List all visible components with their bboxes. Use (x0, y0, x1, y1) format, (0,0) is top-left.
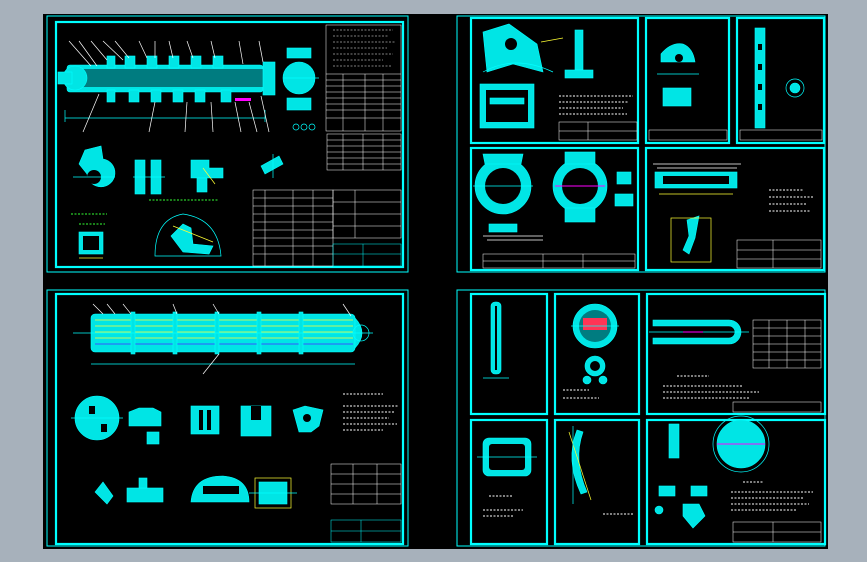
flange-cover-icon (657, 43, 699, 107)
baffle-disc-icon (712, 415, 770, 473)
tube-table-icon (752, 319, 822, 369)
sheet-part-flange-cover[interactable] (644, 16, 731, 145)
bolt-bar-icon (564, 29, 594, 79)
bom-table (252, 189, 402, 267)
sheet-part-baffle[interactable] (645, 415, 827, 546)
sheet-bottom-right-group[interactable] (456, 289, 827, 547)
tube-bundle-assembly-icon (73, 303, 373, 375)
spec-table (326, 133, 402, 171)
sheet-part-tray[interactable] (644, 146, 826, 272)
bent-tab-icon (670, 215, 712, 263)
sheet-assembly-bottom[interactable] (46, 289, 409, 547)
bolt-block-icon (754, 27, 766, 129)
sections-detail-icon (71, 395, 324, 509)
rectangular-ring-icon (477, 437, 537, 477)
small-bracket-icon (614, 171, 634, 207)
sheet-part-bolt-block[interactable] (735, 16, 826, 145)
curved-plate-icon (568, 426, 592, 504)
sheet-part-curved-plate[interactable] (553, 418, 641, 546)
saddle-plate-icon (482, 23, 564, 73)
drawing-canvas[interactable] (43, 14, 828, 549)
sheet-part-rect-ring[interactable] (469, 418, 549, 546)
sheet-part-rod[interactable] (469, 292, 549, 416)
tray-section-icon (653, 163, 741, 195)
hatched-disc-icon (582, 355, 608, 385)
heat-exchanger-assembly-icon (57, 40, 319, 133)
sheet-part-saddle[interactable] (469, 16, 640, 145)
nozzle-detail-icon (133, 154, 284, 195)
tube-sheet-icon (571, 303, 619, 349)
saddle-detail-icon (78, 213, 222, 259)
sheet-part-u-tube[interactable] (645, 292, 827, 416)
long-rod-icon (483, 301, 509, 379)
flange-section-icon (73, 145, 116, 188)
rectangular-frame-icon (479, 83, 535, 129)
sheet-assembly-top[interactable] (46, 15, 409, 273)
u-tube-icon (649, 319, 749, 345)
small-parts-icon (654, 423, 708, 529)
ring-flange-icon (552, 151, 608, 223)
notes-table-icon (330, 393, 402, 543)
cad-model-space[interactable] (43, 14, 828, 549)
split-ring-icon (473, 153, 543, 241)
sheet-part-tube-sheet[interactable] (553, 292, 641, 416)
parts-list-table (325, 24, 402, 132)
sheet-part-ring[interactable] (469, 146, 640, 272)
sheet-top-right-group[interactable] (456, 15, 826, 273)
round-washer-icon (785, 78, 805, 98)
